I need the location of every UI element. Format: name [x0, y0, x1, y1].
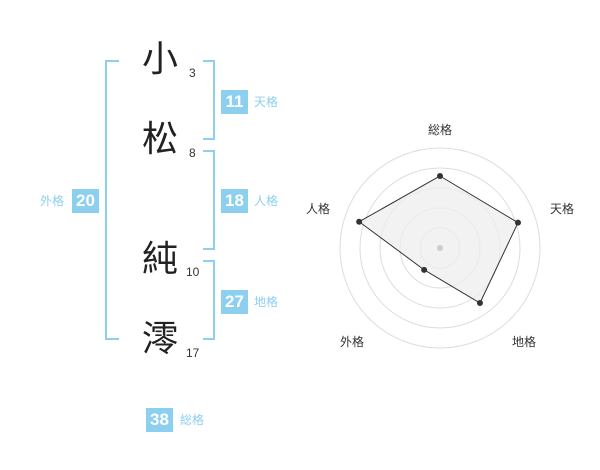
chikaku-label: 地格 — [254, 295, 279, 309]
jinkaku-bracket — [203, 150, 215, 250]
radar-point-1 — [437, 173, 443, 179]
radar-area — [358, 175, 519, 304]
radar-axis-label-4: 外格 — [340, 334, 364, 349]
jinkaku-badge: 18 — [221, 189, 248, 213]
radar-ring-2 — [359, 167, 521, 329]
soukaku-badge: 38 — [146, 408, 173, 432]
chikaku-bracket — [203, 260, 215, 340]
radar-axis-label-2: 天格 — [550, 201, 574, 216]
tenkaku-bracket — [203, 60, 215, 140]
stroke-count-4: 17 — [186, 346, 200, 360]
radar-axis-label-3: 地格 — [512, 334, 536, 349]
radar-point-3 — [476, 300, 483, 307]
radar-center — [437, 245, 443, 251]
tenkaku-badge: 11 — [221, 90, 248, 114]
gaikaku-badge: 20 — [72, 189, 99, 213]
name-char-4: 澪 — [141, 319, 178, 360]
radar-axis-label-1: 総格 — [428, 122, 452, 137]
stroke-count-3: 10 — [186, 265, 200, 279]
stroke-count-2: 8 — [189, 146, 196, 160]
radar-point-4 — [421, 266, 428, 273]
stroke-count-1: 3 — [189, 66, 196, 80]
gaikaku-label: 外格 — [40, 194, 65, 208]
radar-axis-label-5: 人格 — [306, 201, 330, 216]
tenkaku-label: 天格 — [254, 95, 279, 109]
jinkaku-label: 人格 — [254, 194, 279, 208]
chikaku-badge: 27 — [221, 290, 248, 314]
soukaku-label: 総格 — [180, 413, 205, 427]
radar-point-5 — [356, 218, 363, 225]
outer-bracket — [105, 60, 119, 340]
name-char-1: 小 — [141, 39, 178, 80]
radar-point-2 — [514, 219, 521, 226]
radar-ring-1 — [339, 147, 541, 349]
name-char-3: 純 — [141, 239, 178, 280]
name-char-2: 松 — [141, 119, 178, 160]
